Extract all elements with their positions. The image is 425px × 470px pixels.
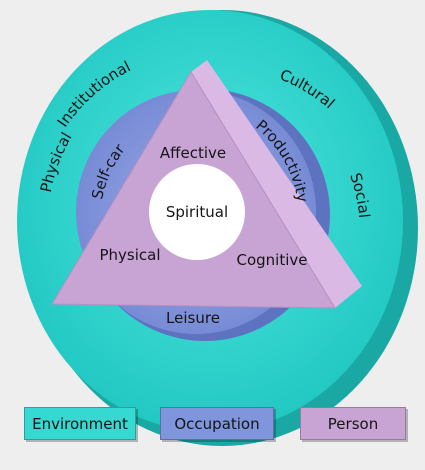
legend-occupation: Occupation <box>160 407 274 440</box>
person-label-affective: Affective <box>160 144 226 162</box>
center-label-spiritual: Spiritual <box>166 203 228 221</box>
legend-occupation-label: Occupation <box>174 414 260 433</box>
legend-person: Person <box>300 407 406 440</box>
person-label-cognitive: Cognitive <box>236 251 307 269</box>
legend-environment: Environment <box>24 407 136 440</box>
legend-person-label: Person <box>327 414 379 433</box>
person-triangle-side <box>191 60 362 308</box>
occupation-label-leisure: Leisure <box>166 309 220 327</box>
person-label-physical: Physical <box>99 246 160 264</box>
legend-environment-label: Environment <box>32 414 128 433</box>
spiritual-center <box>149 164 245 260</box>
